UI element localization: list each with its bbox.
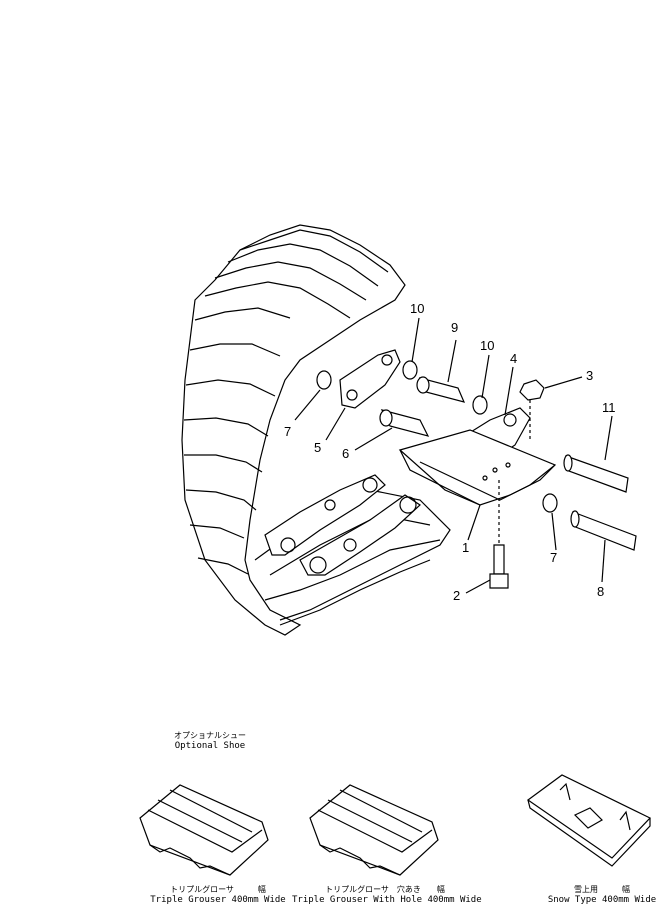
caption-triple-grouser-hole-en: Triple Grouser With Hole 400mm Wide [292,895,482,905]
callout-7-right: 7 [550,550,557,565]
optional-shoe-snow-type [526,774,651,867]
caption-snow-type-jp: 雪上用 幅 [574,885,630,894]
optional-shoe-triple-grouser-with-hole [309,784,439,876]
callout-6: 6 [342,446,349,461]
caption-triple-grouser-hole: トリプルグローサ 穴あき 幅 Triple Grouser With Hole … [292,884,482,906]
callout-10-right: 10 [480,338,494,353]
callout-4: 4 [510,351,517,366]
caption-triple-grouser-hole-jp: トリプルグローサ 穴あき 幅 [325,885,445,894]
leader-lines [294,317,613,594]
callout-2: 2 [453,588,460,603]
caption-triple-grouser: トリプルグローサ 幅 Triple Grouser 400mm Wide [148,884,288,906]
optional-shoe-heading-en: Optional Shoe [174,741,246,751]
callout-8: 8 [597,584,604,599]
optional-shoe-heading: オプショナルシュー Optional Shoe [170,730,250,752]
exploded-parts [316,349,637,589]
track-chain-drawing [181,224,451,636]
callout-10-left: 10 [410,301,424,316]
optional-shoe-heading-jp: オプショナルシュー [174,731,246,740]
callout-9: 9 [451,320,458,335]
callout-7-left: 7 [284,424,291,439]
caption-triple-grouser-en: Triple Grouser 400mm Wide [150,895,286,905]
caption-snow-type-en: Snow Type 400mm Wide [547,895,657,905]
callout-3: 3 [586,368,593,383]
callout-11: 11 [602,400,616,415]
optional-shoe-triple-grouser [139,784,269,876]
caption-triple-grouser-jp: トリプルグローサ 幅 [170,885,266,894]
callout-5: 5 [314,440,321,455]
callout-1: 1 [462,540,469,555]
caption-snow-type: 雪上用 幅 Snow Type 400mm Wide [546,884,658,906]
